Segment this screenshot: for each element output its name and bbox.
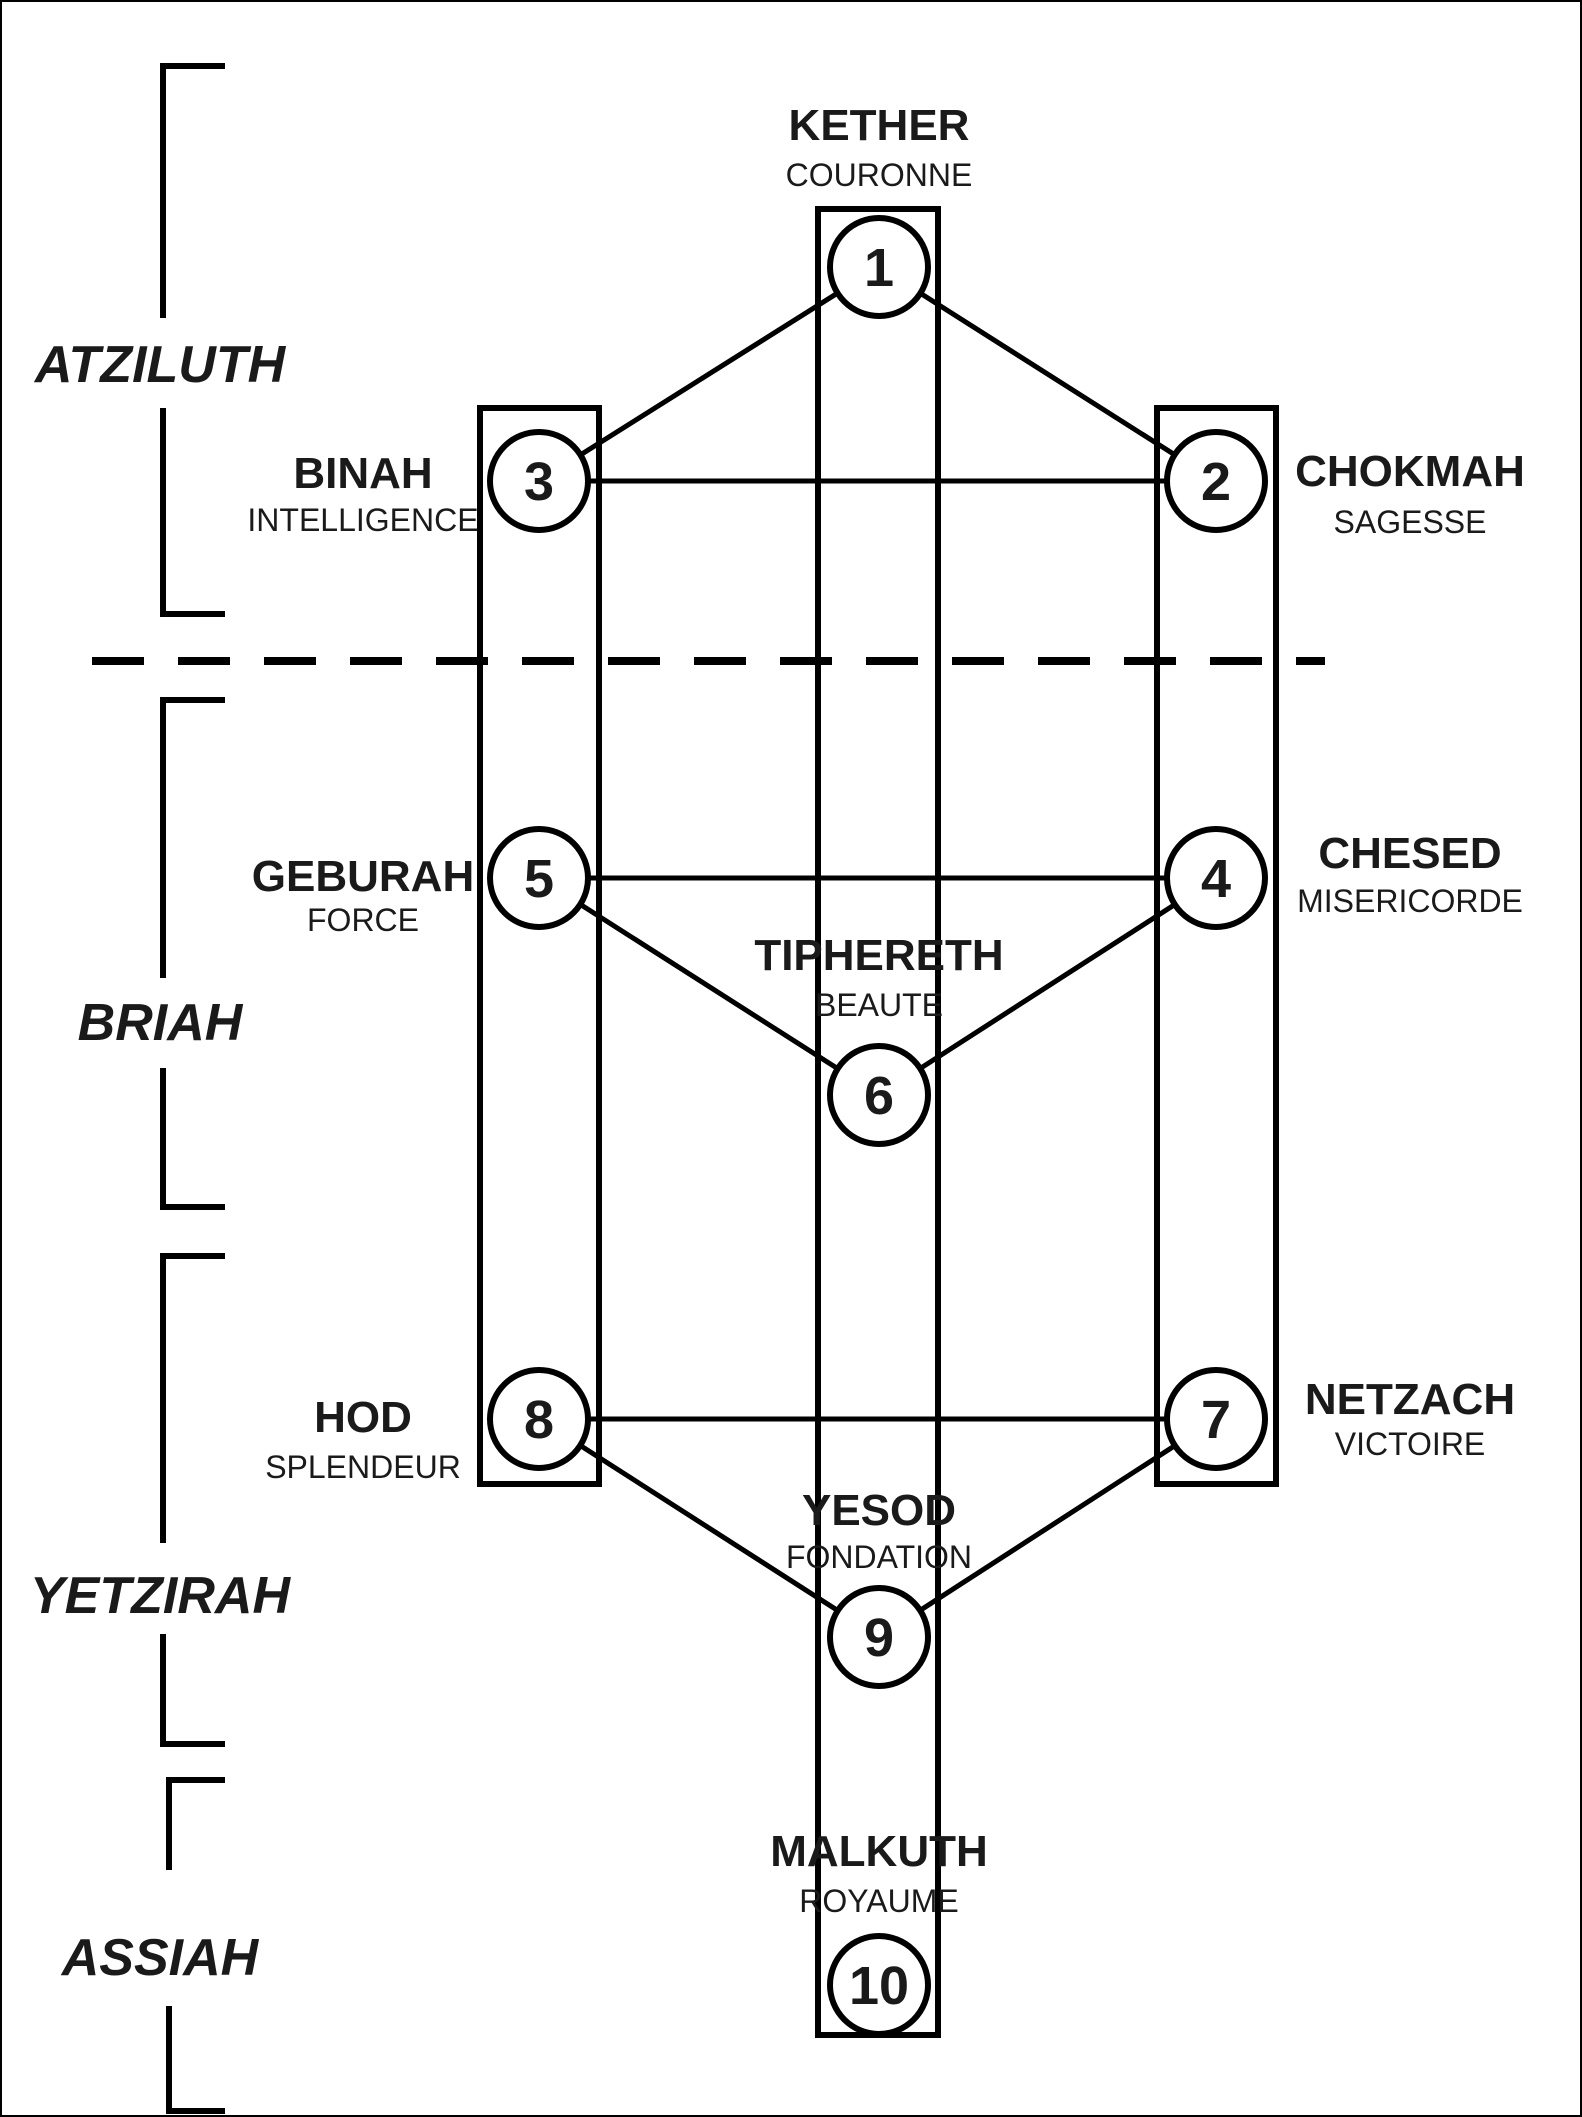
sephirah-number-geburah: 5 [524,849,554,909]
sephirah-number-yesod: 9 [864,1608,894,1668]
sephirah-name-binah: BINAH [293,449,432,498]
sephirah-circle-geburah[interactable] [487,826,591,930]
sephirah-circle-binah[interactable] [487,429,591,533]
sephirah-name-malkuth: MALKUTH [770,1827,988,1876]
sephirah-translation-yesod: FONDATION [786,1539,972,1575]
sephirah-name-chokmah: CHOKMAH [1295,447,1525,496]
sephiroth-labels: KETHER COURONNE CHOKMAH SAGESSE BINAH IN… [247,101,1524,1919]
sephirah-translation-netzach: VICTOIRE [1335,1426,1486,1462]
sephirah-translation-binah: INTELLIGENCE [247,502,478,538]
sephirah-name-kether: KETHER [789,101,970,150]
sephirah-circle-kether[interactable] [827,215,931,319]
sephirah-translation-hod: SPLENDEUR [265,1449,461,1485]
sephirah-circle-chesed[interactable] [1164,826,1268,930]
sephirah-circle-tiphereth[interactable] [827,1043,931,1147]
world-label-atziluth: ATZILUTH [33,336,287,394]
path-hod-yesod [537,1416,881,1640]
world-label-yetzirah: YETZIRAH [30,1567,291,1625]
bracket-atziluth [160,63,225,617]
paths [537,264,1218,1640]
sephirah-circle-hod[interactable] [487,1367,591,1471]
bracket-briah [160,697,225,1210]
sephirah-number-tiphereth: 6 [864,1066,894,1126]
sephirah-name-tiphereth: TIPHERETH [754,931,1003,980]
path-kether-chokmah [877,264,1218,484]
sephirah-number-binah: 3 [524,452,554,512]
sephirah-number-chesed: 4 [1201,849,1231,909]
path-kether-binah [537,264,881,484]
sephirah-translation-chesed: MISERICORDE [1297,883,1523,919]
sephirah-circle-chokmah[interactable] [1164,429,1268,533]
path-netzach-yesod [877,1416,1218,1640]
pillar-right [1154,405,1279,1487]
sephirah-name-yesod: YESOD [802,1486,956,1535]
world-label-assiah: ASSIAH [60,1929,260,1987]
sephirah-name-netzach: NETZACH [1305,1375,1515,1424]
sephirah-number-malkuth: 10 [849,1956,909,2016]
sephirah-number-kether: 1 [864,238,894,298]
sephiroth: 1 2 3 4 5 6 7 8 9 10 [487,215,1268,2037]
sephirah-circle-malkuth[interactable] [827,1933,931,2037]
sephirah-translation-geburah: FORCE [307,902,419,938]
sephirah-translation-kether: COURONNE [786,157,973,193]
sephirah-number-chokmah: 2 [1201,452,1231,512]
path-chesed-tiphereth [877,875,1218,1098]
path-geburah-tiphereth [537,875,881,1098]
sephirah-name-chesed: CHESED [1318,829,1501,878]
sephirah-number-hod: 8 [524,1390,554,1450]
pillar-left [477,405,602,1487]
bracket-assiah [166,1777,225,2114]
sephirah-circle-netzach[interactable] [1164,1367,1268,1471]
sephirah-number-netzach: 7 [1201,1390,1231,1450]
sephirah-translation-chokmah: SAGESSE [1334,504,1487,540]
sephirah-translation-tiphereth: BEAUTE [815,987,943,1023]
sephirah-circle-yesod[interactable] [827,1585,931,1689]
world-label-briah: BRIAH [78,994,244,1052]
world-labels: ATZILUTH BRIAH YETZIRAH ASSIAH [30,336,291,1987]
sephirah-translation-malkuth: ROYAUME [799,1883,958,1919]
bracket-yetzirah [160,1253,225,1747]
sephirah-name-hod: HOD [314,1393,412,1442]
world-brackets [160,63,225,2114]
sephirah-name-geburah: GEBURAH [252,852,474,901]
